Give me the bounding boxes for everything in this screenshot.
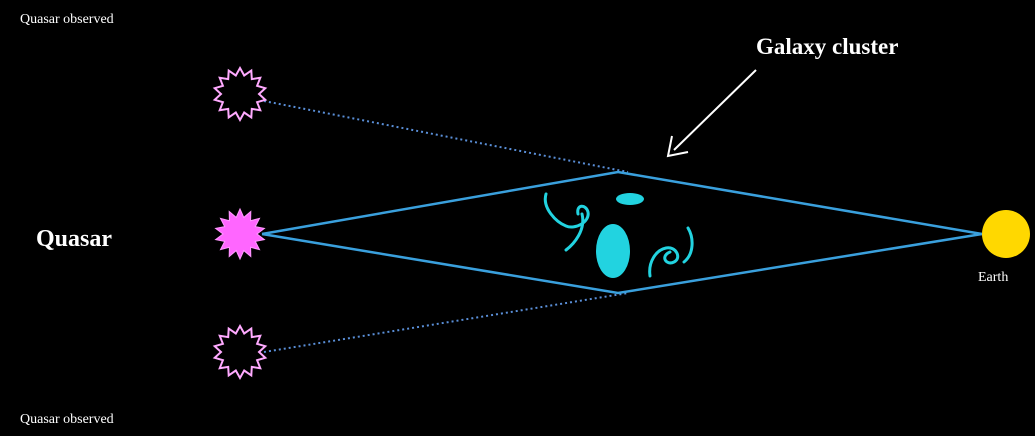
quasar-observed-top-label: Quasar observed <box>20 12 114 28</box>
quasar-observed-bottom-label: Quasar observed <box>20 412 114 428</box>
apparent-path-bottom <box>264 293 628 352</box>
quasar-label: Quasar <box>36 226 112 253</box>
galaxy-cluster-arrow-icon <box>668 70 756 156</box>
galaxy-cluster-icon <box>545 193 692 278</box>
quasar-icon <box>216 209 265 259</box>
galaxy-cluster-label: Galaxy cluster <box>756 34 898 60</box>
spiral-galaxy-left-icon <box>545 194 588 250</box>
spiral-galaxy-right-icon <box>650 228 692 276</box>
quasar-image-bottom-icon <box>215 326 266 378</box>
quasar-image-top-icon <box>215 68 266 120</box>
apparent-path-top <box>264 101 628 172</box>
small-elliptical-galaxy-icon <box>616 193 644 205</box>
large-elliptical-galaxy-icon <box>596 224 630 278</box>
earth-label: Earth <box>978 270 1008 286</box>
earth-icon <box>982 210 1030 258</box>
